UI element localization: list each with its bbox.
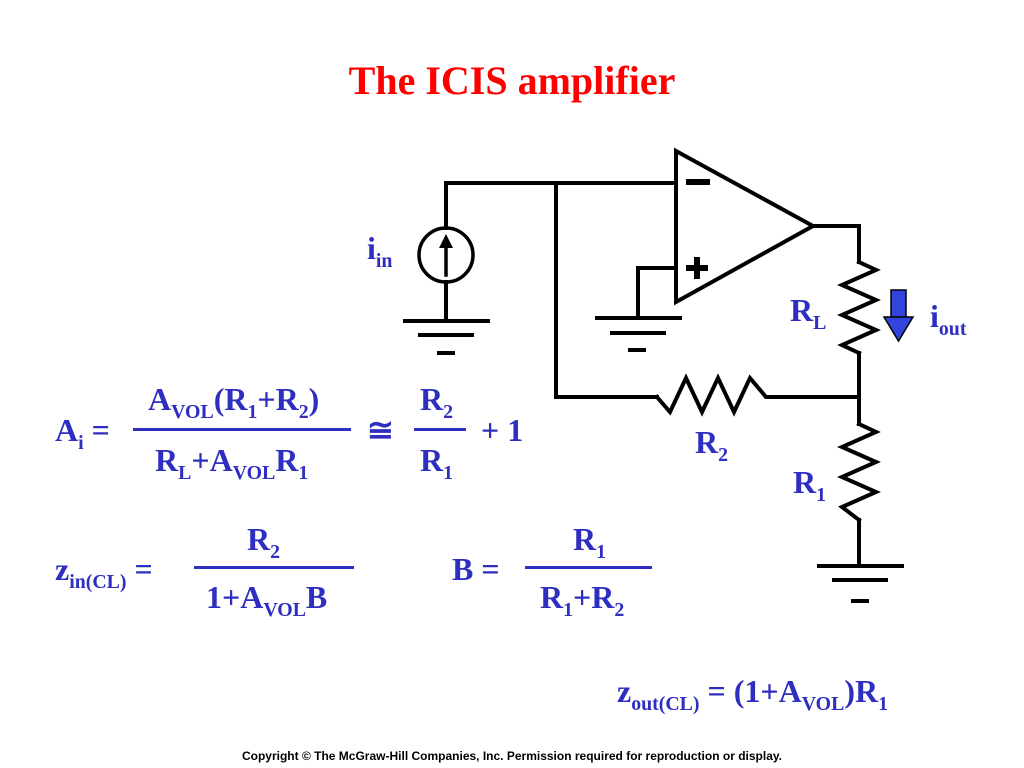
ground-opamp-minus: [628, 348, 646, 352]
opamp-minus-sign: [686, 179, 710, 185]
ai-frac2-bar: [414, 428, 466, 431]
b-fraction-bar: [525, 566, 652, 569]
label-r2: R2: [695, 424, 729, 466]
zin-lhs: zin(CL) =: [55, 551, 153, 593]
ai-frac2-numerator: R2: [420, 381, 454, 423]
label-rl: RL: [790, 292, 827, 334]
resistor-r2: [654, 373, 861, 417]
b-denominator: R1+R2: [540, 579, 625, 621]
copyright-notice: Copyright © The McGraw-Hill Companies, I…: [241, 749, 783, 763]
current-source-arrowhead: [439, 234, 453, 248]
resistor-r1: [837, 421, 881, 523]
ai-fraction-bar: [133, 428, 351, 431]
label-r1: R1: [793, 464, 827, 506]
ai-plus-one: + 1: [481, 412, 524, 448]
resistor-rl: [837, 259, 881, 356]
zout-equation: zout(CL) = (1+AVOL)R1: [617, 673, 888, 715]
zin-numerator: R2: [247, 521, 281, 563]
wire-feedback: [554, 181, 659, 399]
label-iin: iin: [367, 230, 393, 272]
b-lhs: B =: [452, 551, 500, 587]
label-iout: iout: [930, 298, 967, 340]
ground-output-minus: [851, 599, 869, 603]
ai-frac2-denominator: R1: [420, 442, 454, 484]
opamp: [674, 147, 818, 306]
iout-arrow: [882, 289, 915, 343]
ai-denominator: RL+AVOLR1: [155, 442, 309, 484]
slide-title: The ICIS amplifier: [348, 58, 676, 103]
wire-top: [444, 181, 678, 230]
b-numerator: R1: [573, 521, 607, 563]
zin-denominator: 1+AVOLB: [206, 579, 328, 621]
ai-approx: ≅: [367, 412, 394, 448]
wire-output: [811, 224, 861, 264]
wire-noninverting: [636, 266, 678, 320]
zin-fraction-bar: [194, 566, 354, 569]
ai-lhs: Ai =: [55, 412, 110, 454]
ai-numerator: AVOL(R1+R2): [148, 381, 320, 423]
ground-source-minus: [437, 351, 455, 355]
opamp-plus-sign-v: [694, 257, 700, 279]
